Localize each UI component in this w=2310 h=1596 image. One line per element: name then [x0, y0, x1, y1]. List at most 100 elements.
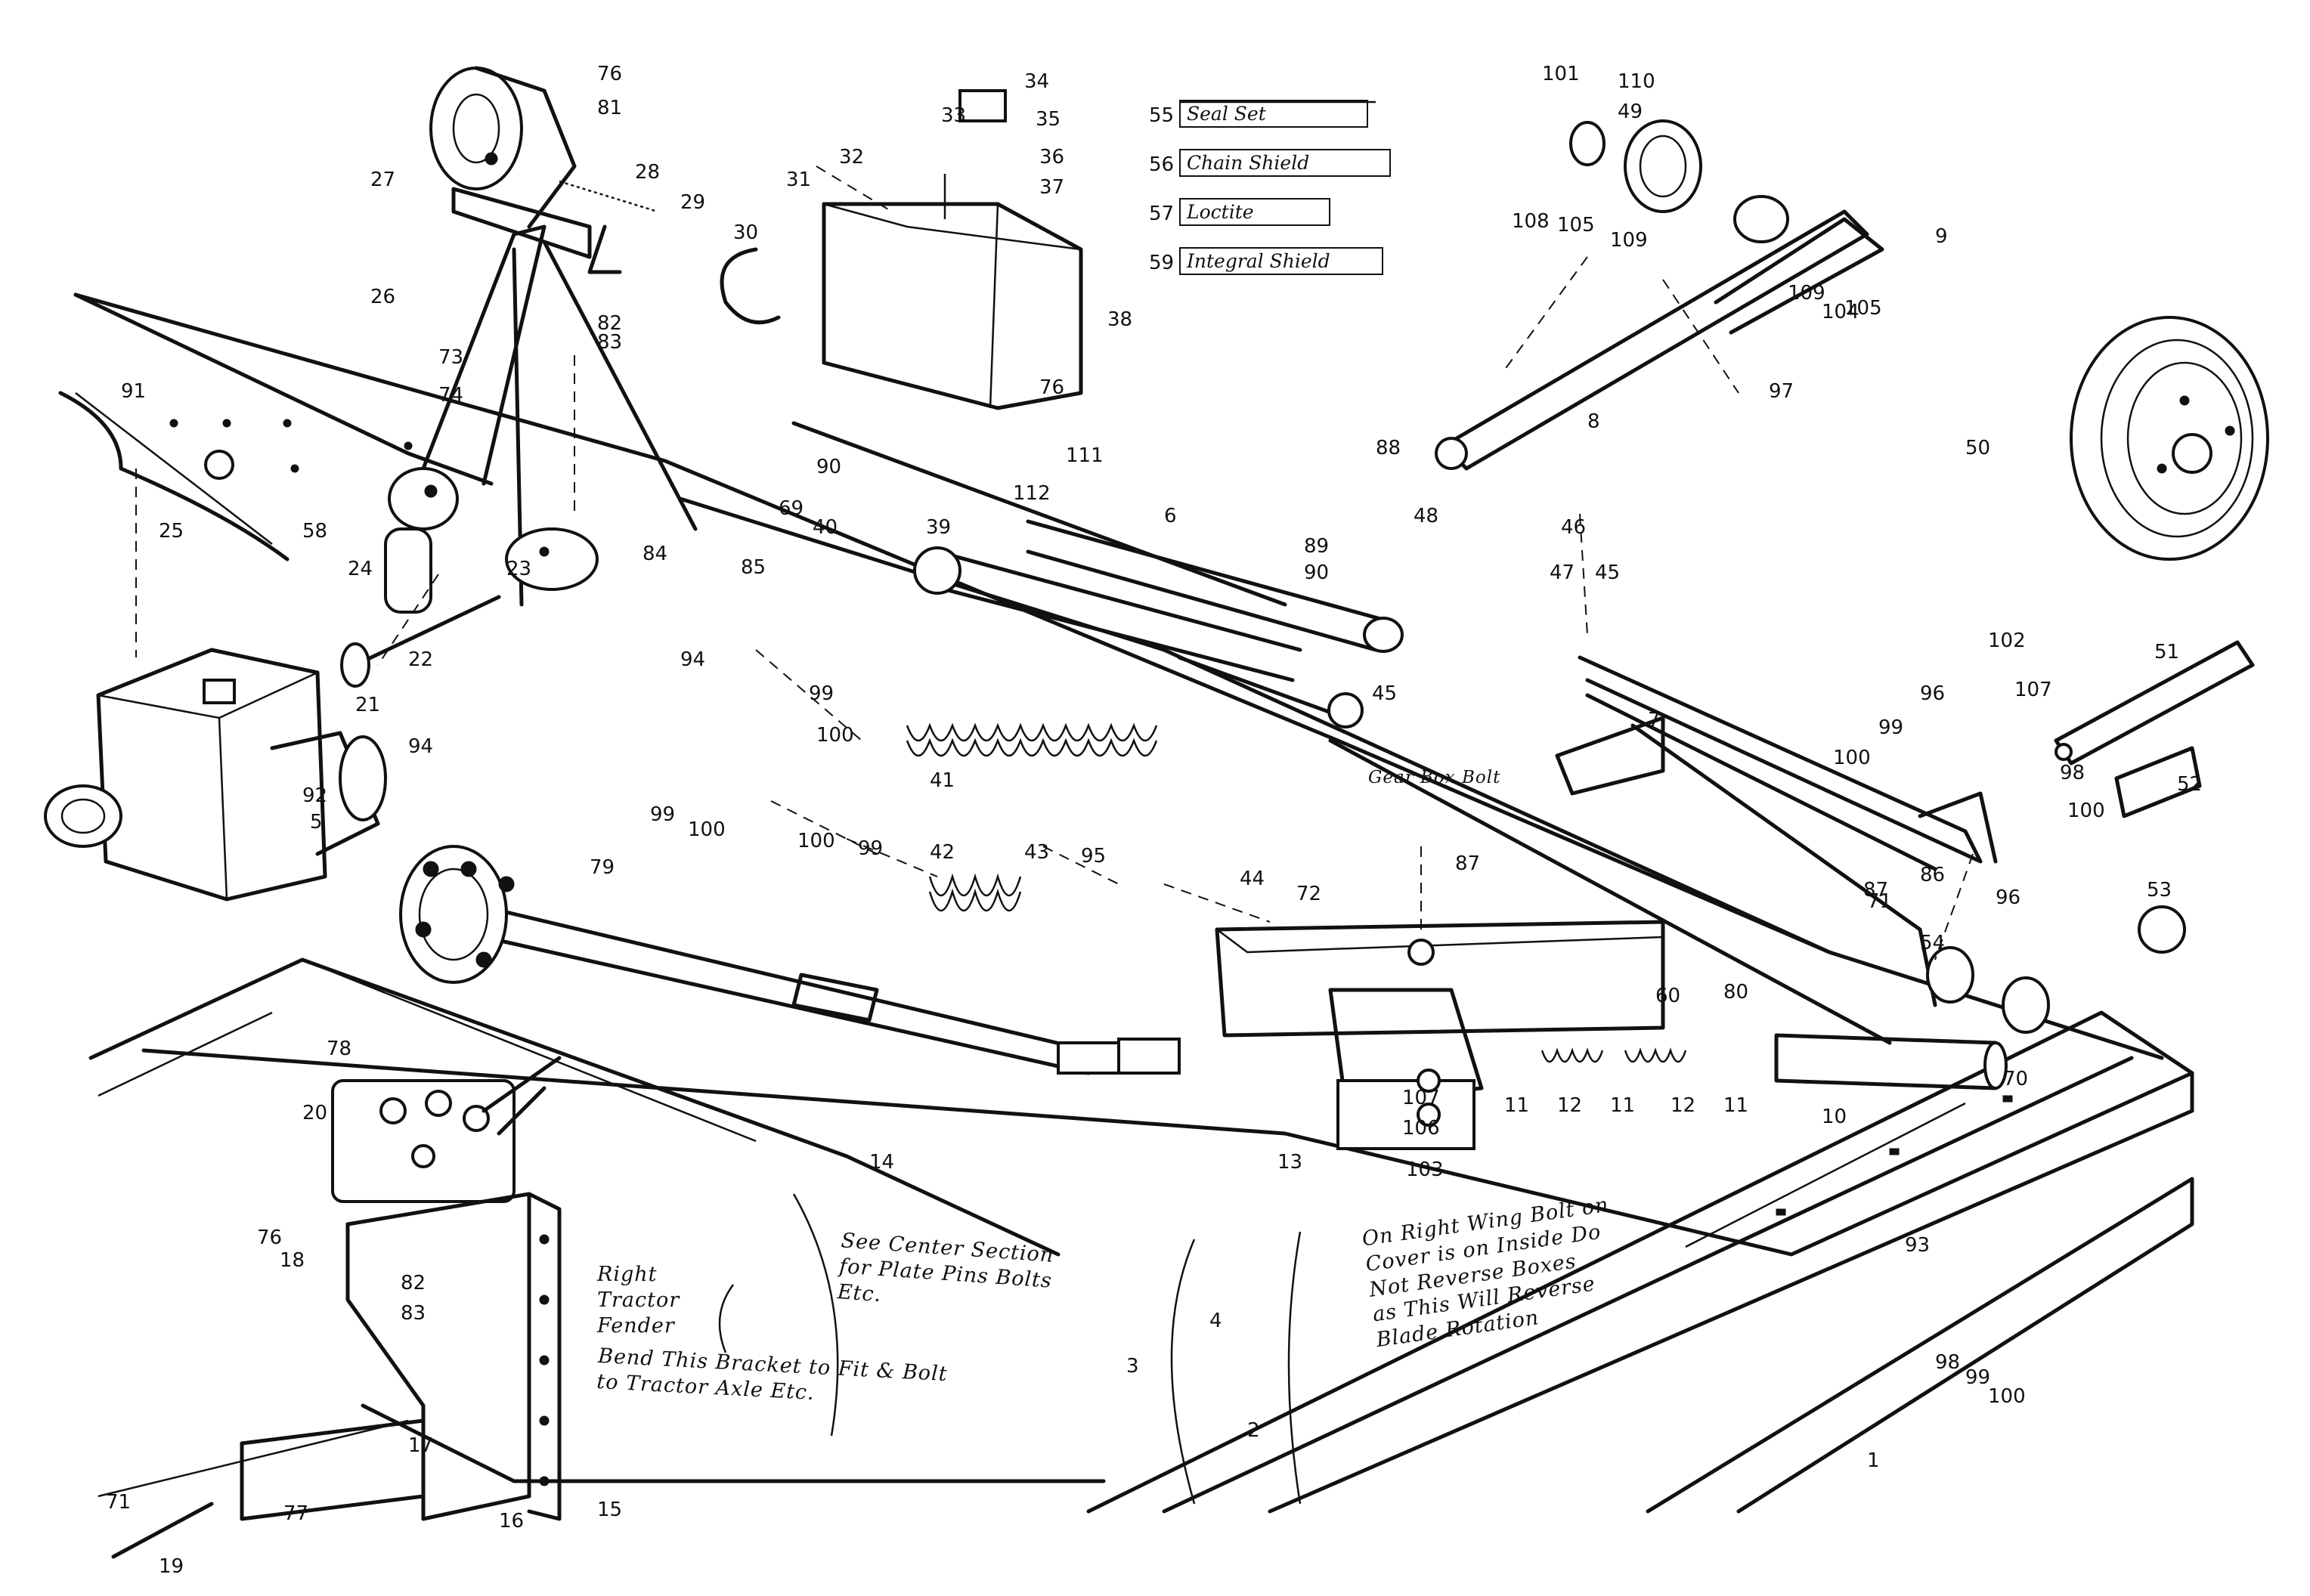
part-callout: 82 [401, 1272, 426, 1294]
part-callout: 103 [1406, 1158, 1444, 1181]
deck-outline [73, 292, 2164, 1060]
note-line: Tractor [597, 1288, 680, 1312]
part-callout: 4 [1209, 1310, 1222, 1332]
part-callout: 85 [741, 556, 766, 579]
part-callout: 102 [1988, 629, 2026, 652]
part-callout: 18 [280, 1249, 305, 1272]
note-line: Fender [597, 1313, 675, 1338]
part-callout: 90 [816, 456, 842, 478]
part-callout: 12 [1671, 1094, 1696, 1117]
part-callout: 109 [1610, 229, 1648, 252]
winch-crank [559, 180, 658, 213]
part-callout: 10 [1822, 1106, 1847, 1128]
part-callout: 71 [106, 1491, 132, 1514]
part-callout: 52 [2177, 773, 2203, 796]
part-callout: 47 [1550, 561, 1575, 584]
part-callout: 94 [408, 735, 434, 758]
part-callout: 99 [1965, 1366, 1991, 1389]
part-callout: 86 [1920, 864, 1946, 886]
part-callout: 77 [283, 1502, 309, 1525]
part-callout: 42 [930, 841, 955, 864]
part-callout: 60 [1655, 985, 1681, 1007]
a-frame-stand [421, 224, 547, 486]
pulley-wheel [429, 66, 523, 190]
note-see-center-section: See Center Section for Plate Pins Bolts … [837, 1228, 1055, 1319]
part-callout: 89 [1304, 535, 1330, 558]
part-callout: 100 [2067, 800, 2105, 822]
part-callout: 26 [370, 286, 396, 308]
part-callout: 105 [1844, 297, 1882, 320]
blade-bar [1086, 1010, 2194, 1514]
part-callout: 13 [1277, 1151, 1303, 1174]
part-callout: 98 [2060, 762, 2086, 784]
gearbox-springs [1541, 1047, 1687, 1063]
gearbox-left [96, 648, 327, 902]
part-callout: 108 [1512, 210, 1550, 233]
part-callout: 33 [941, 104, 967, 127]
part-callout: 22 [408, 648, 434, 671]
part-callout: 111 [1066, 444, 1104, 467]
part-callout: 11 [1723, 1094, 1749, 1117]
part-callout: 99 [650, 803, 676, 826]
part-callout: 16 [499, 1510, 525, 1533]
part-callout: 84 [643, 543, 668, 565]
part-callout: 76 [597, 63, 623, 85]
part-callout: 17 [408, 1434, 434, 1457]
part-callout: 14 [869, 1151, 895, 1174]
part-callout: 104 [1822, 301, 1859, 323]
part-callout: 15 [597, 1499, 623, 1521]
part-callout: 112 [1013, 482, 1051, 505]
part-callout: 41 [930, 769, 955, 792]
part-callout: 7 [1648, 709, 1661, 732]
legend-number: 56 [1149, 153, 1175, 176]
part-callout: 87 [1863, 879, 1889, 902]
flange-plate [505, 527, 599, 591]
part-callout: 71 [1867, 890, 1893, 913]
note-line: Right [597, 1263, 658, 1286]
lift-arm [1578, 655, 1983, 864]
part-callout: 20 [302, 1102, 328, 1124]
part-callout: 96 [1996, 886, 2021, 909]
wheel-hub [1624, 119, 1702, 213]
part-callout: 106 [1402, 1117, 1440, 1140]
coil-spring [906, 722, 1158, 757]
legend-label: Chain Shield [1179, 149, 1391, 177]
legend-label: Seal Set [1179, 100, 1368, 128]
part-callout: 81 [597, 97, 623, 119]
part-callout: 100 [797, 830, 835, 852]
hydraulic-cylinder [935, 549, 1302, 652]
part-callout: 93 [1905, 1234, 1931, 1257]
part-callout: 83 [401, 1302, 426, 1325]
legend-label: Integral Shield [1179, 247, 1383, 275]
fender-bracket [345, 1192, 531, 1521]
part-callout: 100 [1833, 747, 1871, 769]
part-callout: 11 [1504, 1094, 1530, 1117]
legend-number: 57 [1149, 203, 1175, 225]
part-callout: 46 [1561, 516, 1587, 539]
part-callout: 23 [506, 558, 532, 580]
part-callout: 8 [1587, 410, 1600, 433]
part-callout: 109 [1788, 282, 1825, 305]
part-callout: 58 [302, 520, 328, 543]
hook [720, 247, 781, 325]
part-callout: 3 [1126, 1355, 1139, 1378]
part-callout: 101 [1542, 63, 1580, 85]
part-callout: 99 [1878, 716, 1904, 739]
part-callout: 76 [257, 1226, 283, 1249]
part-callout: 96 [1920, 682, 1946, 705]
wheel-arm [1441, 209, 1869, 471]
part-callout: 105 [1557, 214, 1595, 237]
part-callout: 90 [1304, 561, 1330, 584]
part-callout: 79 [590, 856, 615, 879]
part-callout: 1 [1867, 1449, 1880, 1472]
part-callout: 6 [1164, 505, 1177, 527]
part-callout: 91 [121, 380, 147, 403]
part-callout: 80 [1723, 981, 1749, 1004]
gearbox-center [1215, 920, 1665, 1038]
part-callout: 21 [355, 694, 381, 716]
part-callout: 100 [688, 818, 726, 841]
part-callout: 24 [348, 558, 373, 580]
part-callout: 76 [1039, 376, 1065, 399]
part-callout: 50 [1965, 437, 1991, 459]
legend-number: 55 [1149, 104, 1175, 127]
